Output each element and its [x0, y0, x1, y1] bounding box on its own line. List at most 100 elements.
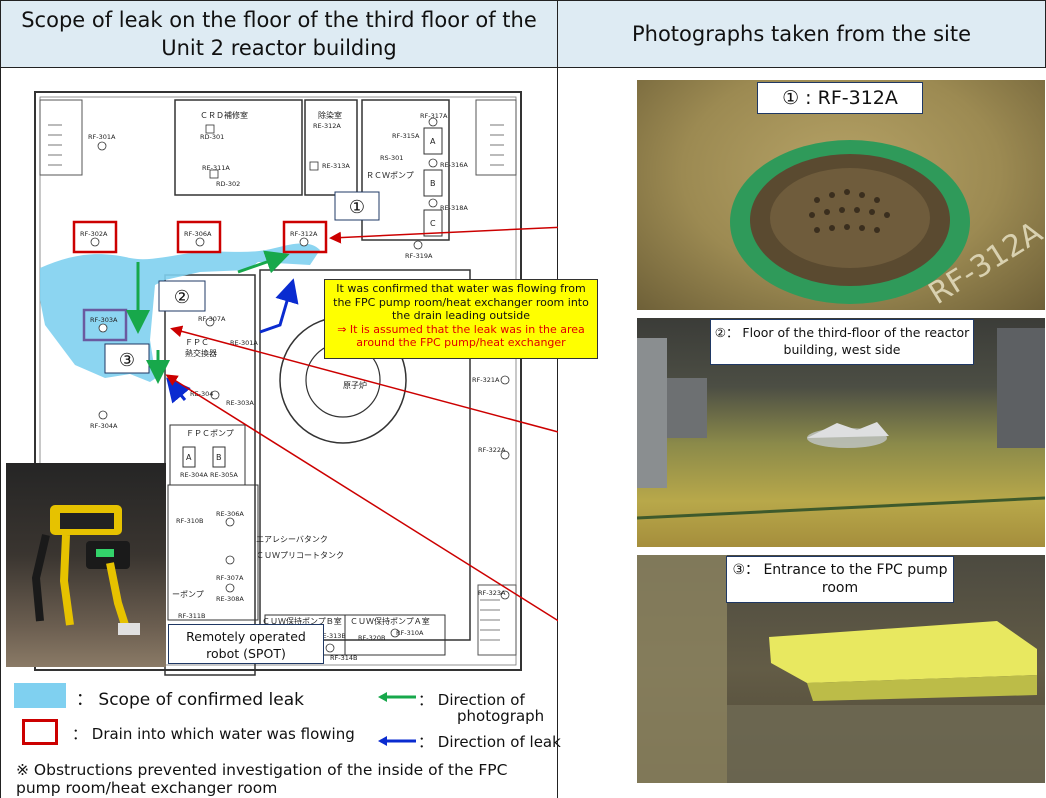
legend-leak-text: ： Scope of confirmed leak	[76, 690, 304, 710]
legend-photo-arrow	[378, 692, 416, 702]
room-fpc-pump: ＦＰＣポンプ	[186, 429, 234, 438]
label-re301a: RE-301A	[230, 339, 258, 347]
label-rf306a: RF-306A	[184, 230, 212, 238]
photo-2-floor-west	[637, 318, 1045, 547]
room-cuw-b: ＣＵＷ保持ポンプＢ室	[262, 616, 342, 626]
label-rd301: RD-301	[200, 133, 224, 141]
photo-2-caption-text: ②： Floor of the third-floor of the react…	[714, 325, 970, 357]
pointer-line-3	[165, 374, 558, 622]
fpc-pump-b	[212, 446, 226, 468]
label-rf307a2: RF-307A	[216, 574, 244, 582]
label-re306a: RE-306A	[216, 510, 244, 518]
legend-photo-text-1: ： Direction of	[418, 691, 525, 709]
drain-box-rf306a	[176, 220, 222, 254]
label-rf310b: RF-310B	[176, 517, 203, 525]
cuw-tank-room	[167, 484, 259, 621]
left-header-title: Scope of leak on the floor of the third …	[21, 8, 537, 60]
photo-2-caption: ②： Floor of the third-floor of the react…	[710, 319, 974, 365]
callout-red-text: ⇒ It is assumed that the leak was in the…	[337, 322, 585, 350]
room-fpc-hx-1: ＦＰＣ	[185, 338, 209, 347]
decon-room	[304, 99, 358, 196]
fpc-pump-a	[182, 446, 196, 468]
crd-room	[174, 99, 303, 196]
legend-drain-swatch	[22, 719, 58, 745]
finding-callout: It was confirmed that water was flowing …	[324, 279, 598, 359]
room-pump-partial: ーポンプ	[172, 590, 204, 599]
rcw-pump-room	[361, 99, 450, 241]
drain-box-rf302a	[72, 220, 118, 254]
stair-nw	[39, 99, 83, 176]
legend-photo-text-2: photograph	[457, 707, 545, 725]
building-outline	[34, 91, 522, 671]
label-rf321a: RF-321A	[472, 376, 500, 384]
marker-2: ②	[174, 287, 190, 308]
label-rf311b: RF-311B	[178, 612, 205, 620]
label-rs301: RS-301	[380, 154, 403, 162]
label-re308a: RE-308A	[216, 595, 244, 603]
cuw-pump-a-room	[344, 614, 446, 656]
photo-3-caption: ③： Entrance to the FPC pump room	[726, 556, 954, 603]
label-re316a: RE-316A	[440, 161, 468, 169]
label-re304a: RE-304A	[180, 471, 208, 479]
label-re318a: RE-318A	[440, 204, 468, 212]
robot-caption-text: Remotely operated robot (SPOT)	[186, 629, 306, 661]
pump-c-label: C	[430, 219, 436, 228]
label-re304: RE-304	[190, 390, 213, 398]
leak-direction-arrow-1	[259, 278, 299, 334]
label-rf310a: RF-310A	[396, 629, 424, 637]
photo-3-fpc-entrance	[637, 555, 1045, 783]
callout-black-text: It was confirmed that water was flowing …	[333, 282, 589, 322]
legend-note: ※ Obstructions prevented investigation o…	[16, 761, 508, 797]
label-rf303a: RF-303A	[90, 316, 118, 324]
marker-3: ③	[119, 350, 135, 371]
legend-leak-dir-text: ： Direction of leak	[418, 733, 561, 751]
room-rcw: ＲＣＷポンプ	[366, 171, 414, 180]
label-rf319a: RF-319A	[405, 252, 433, 260]
label-rd302: RD-302	[216, 180, 240, 188]
room-air-tank: エアレシーバタンク	[256, 535, 328, 544]
label-rf315a: RF-315A	[392, 132, 420, 140]
frame-left-border	[0, 67, 1, 798]
stair-se	[477, 584, 517, 656]
right-header: Photographs taken from the site	[557, 0, 1046, 68]
marker-1-box	[334, 191, 380, 221]
pointer-line-1	[329, 226, 558, 244]
photo-2-illustration	[637, 328, 1045, 520]
robot-photo	[6, 463, 166, 667]
label-re303a: RE-303A	[226, 399, 254, 407]
reactor-enclosure	[259, 269, 471, 641]
label-re313a: RE-313A	[322, 162, 350, 170]
drain-box-rf312a	[282, 220, 328, 254]
label-rf314b: RF-314B	[330, 654, 357, 662]
room-cuw-tank: ＣＵＷプリコートタンク	[256, 551, 344, 560]
rcw-pump-b	[423, 169, 443, 197]
building-inner-outline	[39, 96, 517, 666]
legend-drain-text: ： Drain into which water was flowing	[72, 725, 355, 743]
room-cuw-a: ＣＵＷ保持ポンプＡ室	[350, 616, 430, 626]
square-markers	[205, 124, 319, 179]
right-header-title: Photographs taken from the site	[631, 22, 972, 46]
rcw-pump-a	[423, 127, 443, 155]
pump-b-label: B	[430, 179, 436, 188]
marker-3-box	[104, 343, 150, 374]
photo-1-caption-text: ① : RF-312A	[782, 87, 898, 109]
label-rf307a: RF-307A	[198, 315, 226, 323]
label-re305a: RE-305A	[210, 471, 238, 479]
robot-caption: Remotely operated robot (SPOT)	[168, 624, 324, 664]
stair-ne	[475, 99, 517, 176]
drain-circles	[90, 117, 510, 653]
room-reactor: 原子炉	[343, 380, 367, 390]
fpc-pump-a-label: A	[186, 453, 192, 462]
legend-leak-arrow	[378, 736, 416, 746]
label-rf304a: RF-304A	[90, 422, 118, 430]
marker-1: ①	[349, 197, 365, 218]
photo-3-illustration	[637, 555, 1045, 783]
rcw-pump-c	[423, 209, 443, 237]
label-rf301a: RF-301A	[88, 133, 116, 141]
photo-3-caption-text: ③： Entrance to the FPC pump room	[732, 562, 948, 596]
robot-illustration	[31, 505, 140, 635]
label-rf302a: RF-302A	[80, 230, 108, 238]
stair-lines	[48, 124, 504, 641]
marker-2-box	[158, 280, 206, 312]
photo-1-caption: ① : RF-312A	[757, 82, 923, 114]
